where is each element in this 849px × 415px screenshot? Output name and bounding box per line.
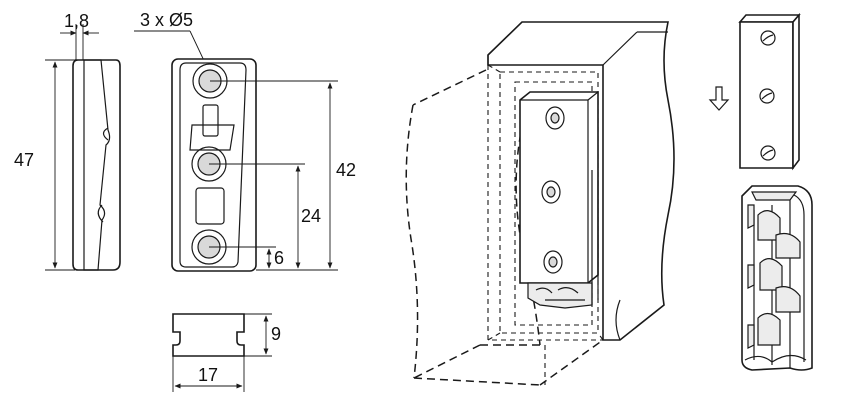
middle-hole-offset-label: 24 <box>301 206 321 226</box>
plate-hole-1 <box>760 30 776 46</box>
exploded-parts <box>708 12 813 371</box>
strike-hole-2 <box>541 180 561 204</box>
front-view: 3 x Ø5 42 <box>134 10 356 272</box>
plate-hole-2 <box>759 88 775 104</box>
height-total-label: 47 <box>14 150 34 170</box>
latch-housing <box>527 282 593 309</box>
side-view: 1,8 47 <box>14 11 121 271</box>
profile-body <box>172 313 245 357</box>
thickness-label: 1,8 <box>64 11 89 31</box>
plate-side-face <box>792 12 800 171</box>
bottom-hole-offset-label: 6 <box>274 248 284 268</box>
profile-view: 9 17 <box>172 313 281 392</box>
door-frame-illustration <box>405 21 675 386</box>
plate-top-face <box>738 14 801 23</box>
strike-hole-1 <box>545 106 565 130</box>
plate-side-body <box>72 59 121 271</box>
arrow-down-icon <box>708 86 730 111</box>
door-frame <box>487 21 675 341</box>
holes-label: 3 x Ø5 <box>140 10 193 30</box>
profile-height-label: 9 <box>271 324 281 344</box>
span-outer-holes-label: 42 <box>336 160 356 180</box>
strike-hole-3 <box>543 250 563 274</box>
profile-width-label: 17 <box>198 365 218 385</box>
plate-hole-3 <box>760 145 776 161</box>
